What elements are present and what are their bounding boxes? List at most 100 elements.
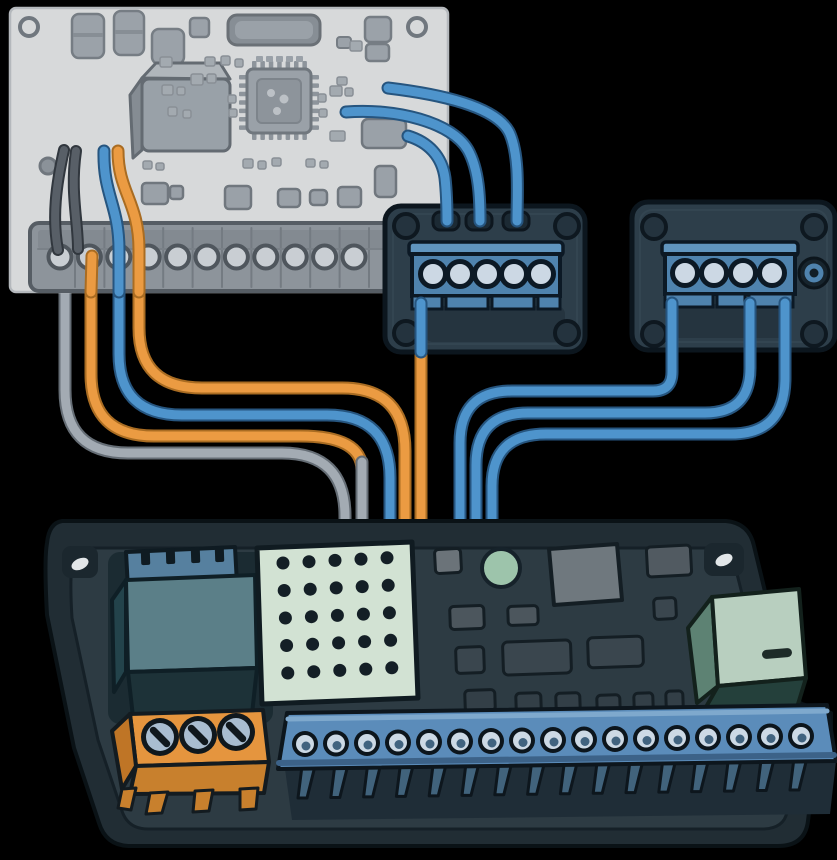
chip-pins-right [311,91,319,97]
pad [142,160,153,170]
block-terminals [472,259,502,289]
relay-wires [49,144,146,299]
pad-row [266,56,273,62]
chip-pins-left [239,117,247,122]
chip-pins-top [277,61,282,69]
component [363,15,393,44]
orange-leg [116,786,138,812]
chip-pins-left [239,91,247,97]
green-cube-slot [762,648,792,659]
smd-component [644,543,694,579]
chip-pins-top [252,61,257,69]
terminal-wire-orange [86,251,97,297]
perfboard-holes [306,637,320,651]
pad [204,56,216,67]
pad-row [296,56,303,62]
pad [257,160,267,170]
perfboard-holes [304,610,318,624]
long-strip-terminals [549,737,559,747]
smd-component [433,547,463,575]
pad [344,87,354,97]
pcb-blue-wire-b [341,106,485,226]
relay-cube-front [124,573,259,674]
chip-pins-right [311,83,319,88]
strip-terminals [340,243,368,271]
screw-slot [225,721,247,743]
strip-terminals [281,243,309,271]
chip-pins-left [239,100,247,105]
chip-dot [267,89,275,97]
module-middle-recess [425,306,565,342]
perfboard-holes [381,578,395,592]
pad-row [256,56,263,62]
component [360,117,408,150]
perfboard-holes [278,611,292,625]
chip-pins-top [260,61,265,69]
chip-pins-right [311,75,319,80]
breakout-modules [382,199,837,355]
pad [329,130,346,142]
component [188,16,211,39]
perfboard-holes [329,581,343,595]
perfboard-holes [384,633,398,647]
mcu-chip [547,542,624,607]
component [115,30,143,34]
wire-orange-2-outline [84,284,369,477]
strip-dividers [368,227,370,288]
pad [182,109,192,119]
long-strip-terminals [332,741,342,750]
right-module-wire-2 [471,298,755,539]
pad [318,108,328,118]
perfboard-holes [276,556,290,570]
pad [234,58,244,68]
block-tab [536,294,562,311]
mount-hole-left [71,557,89,571]
pad [336,76,348,86]
block-terminals [670,258,700,288]
long-strip-terminals [611,736,621,746]
perfboard-holes [333,663,347,677]
block-terminals [499,259,529,289]
perfboard-holes [277,584,291,597]
perfboard-holes [280,639,294,652]
orange-leg [238,786,260,812]
component [364,42,391,63]
wire-orange-1 [134,286,410,539]
perfboard-holes [356,607,370,621]
screw-slot [149,726,171,748]
long-strip-terminals [673,735,683,745]
strip-dividers [221,227,223,288]
pad [167,106,178,117]
chip-pins-right [311,125,319,130]
long-strip-terminals [518,738,528,747]
green-cube-face [710,587,808,688]
pad [317,93,327,103]
chip-pins-top [268,61,274,69]
long-strip-terminals [766,734,776,743]
block-terminals [728,258,758,288]
perfboard-holes [354,552,368,566]
long-strip-terminals [487,738,497,748]
pad [220,55,231,66]
chip-pins-right [311,117,319,122]
relay-notch [214,545,225,563]
mount-hole-right [715,553,733,567]
strip-dividers [338,227,341,288]
screw-hole [392,319,420,347]
pcb-blue-wire-a [383,83,522,226]
wire-gray-1 [60,286,350,539]
smd-component [506,604,540,627]
pad [305,158,316,168]
perfboard-holes [328,553,342,567]
long-strip-terminals [797,733,807,743]
screw-slot [187,724,209,746]
pad [206,73,217,84]
strip-dividers [279,227,282,288]
relay-cube-side [110,578,128,694]
right-module-wire-1 [455,298,677,539]
smd-component [501,638,573,677]
pad-row [286,56,293,62]
relay-notch [190,546,201,564]
pad [159,56,173,68]
